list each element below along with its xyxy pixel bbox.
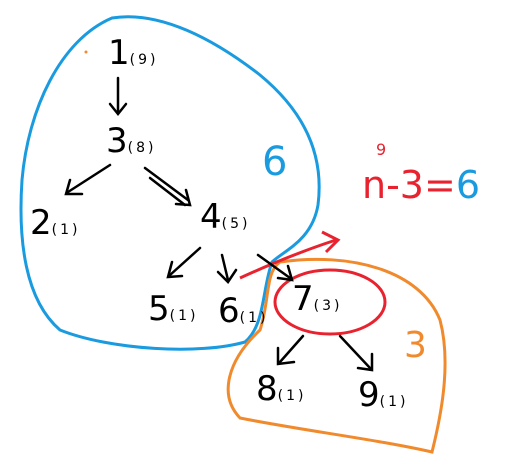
node-5-label: 5 [148, 289, 170, 329]
node-1-label: 1 [108, 33, 130, 73]
node-2-label: 2 [30, 203, 52, 243]
node-3: 3(8) [106, 124, 156, 158]
node-5-size: (1) [169, 308, 199, 324]
orange-region-count: 3 [404, 325, 427, 366]
cut-arrow [239, 238, 337, 280]
node-7-size: (3) [313, 298, 343, 314]
edge-4-6 [220, 253, 230, 282]
node-5: 5(1) [148, 292, 198, 326]
node-6: 6(1) [218, 294, 268, 328]
edge-3-2 [66, 163, 112, 194]
node-1-size: (9) [129, 52, 159, 68]
node-7-label: 7 [292, 279, 314, 319]
node-2-size: (1) [51, 222, 81, 238]
node-6-size: (1) [239, 310, 269, 326]
node-9: 9(1) [358, 378, 408, 412]
edge-4-6-head [216, 268, 238, 284]
equation: n-3=6 [362, 166, 480, 204]
edge-3-2-head [64, 178, 84, 196]
node-1: 1(9) [108, 36, 158, 70]
node-3-size: (8) [127, 140, 157, 156]
stray-dot [84, 50, 88, 54]
edge-4-7-head [276, 264, 294, 282]
blue-region-count: 6 [262, 139, 288, 185]
cut-arrowhead [321, 230, 341, 254]
equation-lhs: n-3 [362, 163, 424, 207]
edge-4-7 [256, 253, 292, 280]
node-8-size: (1) [277, 388, 307, 404]
equation-rhs: 6 [455, 163, 481, 207]
edge-1-3-head [108, 102, 128, 117]
edge-4-5-head [166, 260, 184, 279]
edge-7-8-head [276, 346, 296, 366]
node-8: 8(1) [256, 372, 306, 406]
blue-region-outline [19, 15, 321, 351]
node-9-size: (1) [379, 394, 409, 410]
equation-superscript: 9 [376, 140, 387, 159]
edge-7-9-head [356, 352, 374, 372]
edge-3-4 [143, 166, 190, 207]
edge-4-5 [168, 246, 202, 277]
node-6-label: 6 [218, 291, 240, 331]
node-7: 7(3) [292, 282, 342, 316]
equation-equals: = [423, 163, 456, 207]
node-2: 2(1) [30, 206, 80, 240]
edge-3-4-head [174, 188, 192, 207]
orange-region-outline [226, 257, 447, 454]
node-4-size: (5) [221, 216, 251, 232]
edge-7-9 [338, 334, 372, 370]
node-4: 4(5) [200, 200, 250, 234]
node-8-label: 8 [256, 369, 278, 409]
edge-7-8 [278, 334, 305, 364]
node-7-highlight-circle [273, 268, 387, 336]
node-4-label: 4 [200, 197, 222, 237]
node-9-label: 9 [358, 375, 380, 415]
node-3-label: 3 [106, 121, 128, 161]
